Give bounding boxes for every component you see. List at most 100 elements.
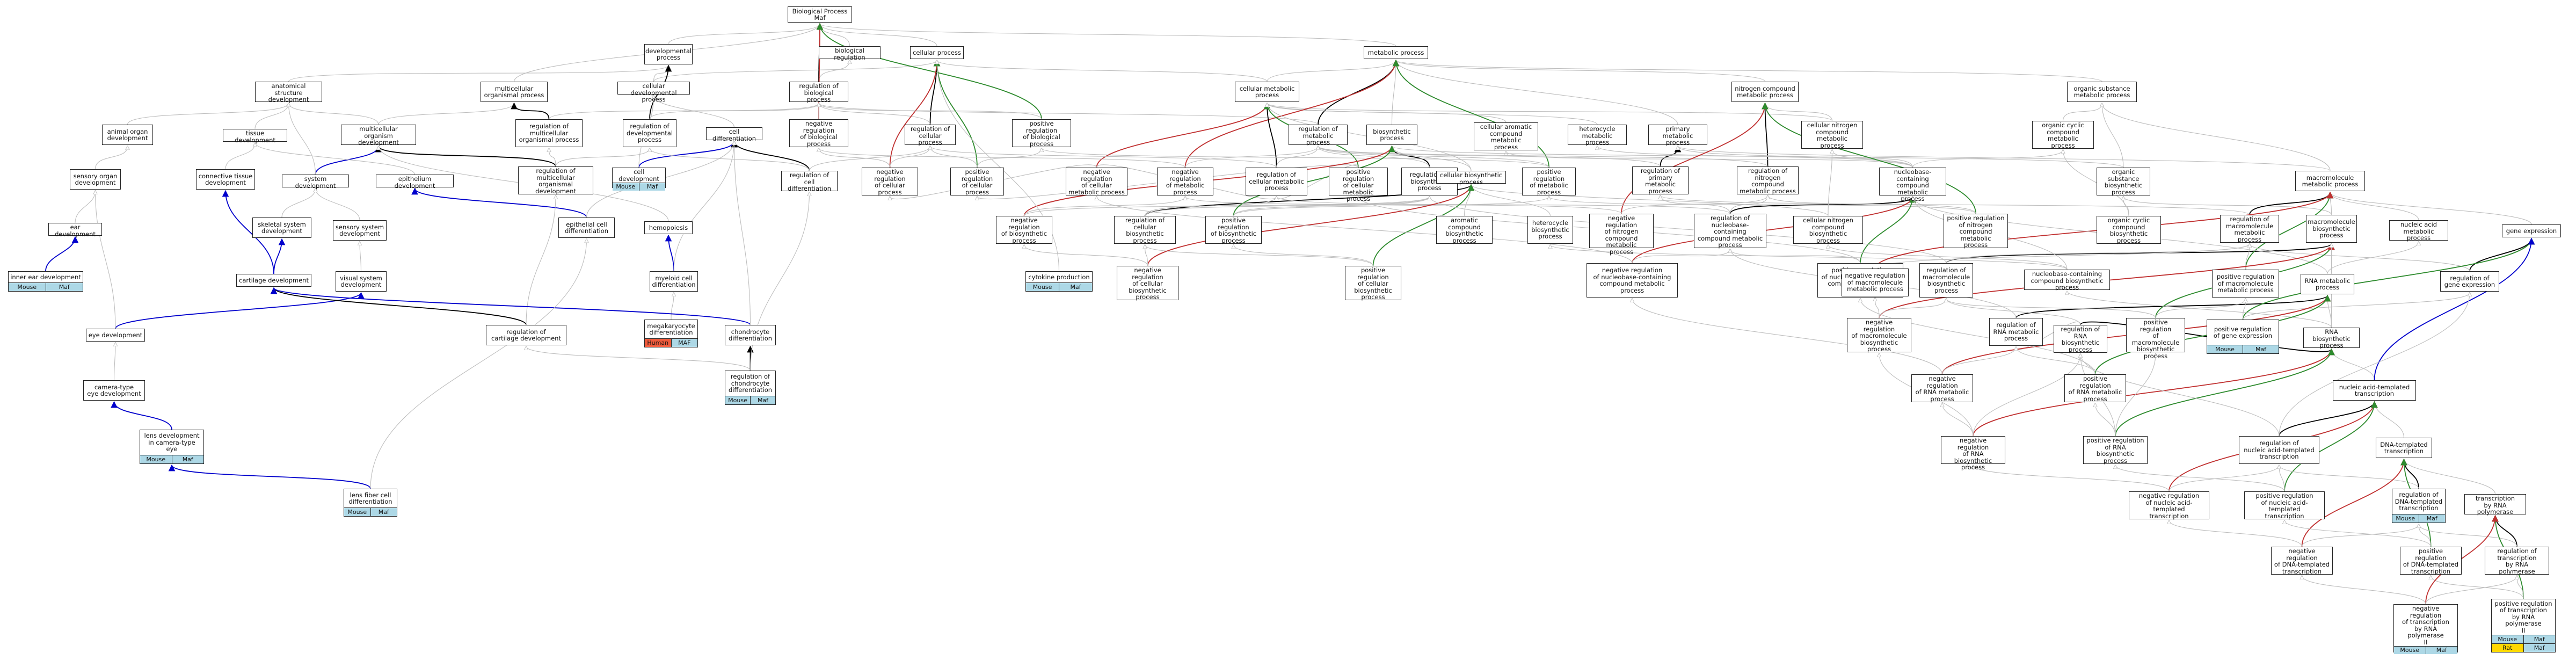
go-term-negregcell[interactable]: negative regulation of cellular process <box>862 168 918 195</box>
go-term-dnatx[interactable]: DNA-templated transcription <box>2376 438 2432 458</box>
go-term-regmop[interactable]: regulation of multicellular organismal p… <box>515 119 583 147</box>
go-term-orgcyclicbs[interactable]: organic cyclic compound biosynthetic pro… <box>2097 216 2161 244</box>
go-term-orgsubbio[interactable]: organic substance biosynthetic process <box>2097 168 2150 195</box>
go-term-macrobs[interactable]: macromolecule biosynthetic process <box>2306 215 2357 243</box>
go-term-regcellmp[interactable]: regulation of cellular metabolic process <box>1246 168 1307 195</box>
go-term-negregtxpol[interactable]: negative regulation of transcription by … <box>2393 604 2458 654</box>
go-term-posregnitro[interactable]: positive regulation of nitrogen compound… <box>1944 214 2008 248</box>
go-term-orgsub[interactable]: organic substance metabolic process <box>2067 82 2137 102</box>
go-term-regrnamet[interactable]: regulation of RNA metabolic process <box>1989 318 2043 346</box>
go-term-tissue[interactable]: tissue development <box>223 129 287 143</box>
go-term-cdp[interactable]: cellular developmental process <box>617 82 690 103</box>
go-term-metproc[interactable]: metabolic process <box>1364 46 1428 59</box>
go-term-nitrogen[interactable]: nitrogen compound metabolic process <box>1731 82 1799 102</box>
go-term-negregnucacidtx[interactable]: negative regulation of nucleic acid-temp… <box>2129 491 2209 519</box>
go-term-cellmet[interactable]: cellular metabolic process <box>1235 82 1299 102</box>
go-term-heterocm[interactable]: heterocycle metabolic process <box>1568 125 1627 146</box>
go-term-regmacrobs[interactable]: regulation of macromolecule biosynthetic… <box>1919 263 1973 298</box>
go-term-geneexp[interactable]: gene expression <box>2502 224 2561 237</box>
go-term-primmet[interactable]: primary metabolic process <box>1648 125 1707 146</box>
go-term-posregnucacidtx[interactable]: positive regulation of nucleic acid-temp… <box>2244 491 2325 519</box>
go-term-regcell[interactable]: regulation of cellular process <box>905 125 956 146</box>
go-term-regmacro[interactable]: regulation of macromolecule metabolic pr… <box>2220 215 2279 243</box>
go-term-nucbasebs[interactable]: nucleobase-containing compound biosynthe… <box>2024 270 2110 291</box>
go-term-orgcyclic[interactable]: organic cyclic compound metabolic proces… <box>2032 121 2094 149</box>
go-term-sensorg[interactable]: sensory organ development <box>70 169 121 190</box>
go-term-mop[interactable]: multicellular organismal process <box>481 82 548 102</box>
go-term-negregnitro[interactable]: negative regulation of nitrogen compound… <box>1589 214 1654 255</box>
go-term-sysdev[interactable]: system development <box>282 175 349 189</box>
go-term-negregrnamet[interactable]: negative regulation of RNA metabolic pro… <box>1911 374 1973 402</box>
go-term-heterobs[interactable]: heterocycle biosynthetic process <box>1527 216 1573 244</box>
go-term-posregcellbs[interactable]: positive regulation of cellular biosynth… <box>1345 266 1401 300</box>
go-term-negregbs[interactable]: negative regulation of biosynthetic proc… <box>996 216 1052 244</box>
go-term-epicd[interactable]: epithelial cell differentiation <box>558 217 615 238</box>
go-term-macromol[interactable]: macromolecule metabolic process <box>2295 171 2365 191</box>
go-term-posregmp[interactable]: positive regulation of metabolic process <box>1522 168 1576 195</box>
go-term-epidev[interactable]: epithelium development <box>376 175 454 189</box>
go-term-myeloid[interactable]: myeloid cell differentiation <box>650 271 698 292</box>
go-term-cellproc[interactable]: cellular process <box>910 46 964 59</box>
go-term-vissys[interactable]: visual system development <box>336 271 387 292</box>
go-term-rnamet[interactable]: RNA metabolic process <box>2301 274 2354 294</box>
go-term-asd[interactable]: anatomical structure development <box>255 82 322 103</box>
go-term-posregrnamet[interactable]: positive regulation of RNA metabolic pro… <box>2064 374 2126 402</box>
go-term-posregcm[interactable]: positive regulation of cellular metaboli… <box>1329 168 1388 202</box>
go-term-cartdev[interactable]: cartilage development <box>236 274 311 287</box>
go-term-negregdnatx[interactable]: negative regulation of DNA-templated tra… <box>2271 547 2333 575</box>
go-term-posregdnatx[interactable]: positive regulation of DNA-templated tra… <box>2400 547 2462 575</box>
go-term-cellarom[interactable]: cellular aromatic compound metabolic pro… <box>1474 122 1538 150</box>
go-term-posregcell[interactable]: positive regulation of cellular process <box>950 168 1004 195</box>
go-term-earDev[interactable]: ear development <box>48 223 102 237</box>
go-term-nucbase[interactable]: nucleobase-containing compound metabolic… <box>1879 168 1946 202</box>
go-term-regmetproc[interactable]: regulation of metabolic process <box>1289 125 1348 146</box>
go-term-regnitro[interactable]: regulation of nitrogen compound metaboli… <box>1737 166 1799 194</box>
go-term-posregrnabs[interactable]: positive regulation of RNA biosynthetic … <box>2083 436 2148 464</box>
go-term-regcellbs[interactable]: regulation of cellular biosynthetic proc… <box>1114 216 1176 244</box>
go-term-txpol[interactable]: transcription by RNA polymerase <box>2464 494 2526 515</box>
go-term-regdnatx[interactable]: regulation of DNA-templated transcriptio… <box>2392 489 2446 523</box>
go-term-multidev[interactable]: multicellular organism development <box>341 125 416 146</box>
go-term-skel[interactable]: skeletal system development <box>252 217 311 238</box>
go-term-posregbio[interactable]: positive regulation of biological proces… <box>1012 119 1071 147</box>
go-term-negregrnabs[interactable]: negative regulation of RNA biosynthetic … <box>1941 436 2005 470</box>
go-term-bioreg[interactable]: biological regulation <box>819 46 881 61</box>
go-term-cellnitro[interactable]: cellular nitrogen compound metabolic pro… <box>1801 121 1863 149</box>
go-term-regchondro[interactable]: regulation of chondrocyte differentiatio… <box>725 371 776 405</box>
go-term-regnucbase[interactable]: regulation of nucleobase-containing comp… <box>1694 214 1766 248</box>
go-term-rnabs[interactable]: RNA biosynthetic process <box>2303 328 2360 349</box>
go-term-regbioproc[interactable]: regulation of biological process <box>789 82 848 103</box>
go-term-celldiff[interactable]: cell differentiation <box>706 127 762 142</box>
go-term-cellbiosyn[interactable]: cellular biosynthetic process <box>1436 171 1506 185</box>
go-term-negregmacro[interactable]: negative regulation of macromolecule met… <box>1842 269 1909 296</box>
go-term-nucacid[interactable]: nucleic acid metabolic process <box>2389 220 2448 241</box>
go-term-regcelldiff[interactable]: regulation of cell differentiation <box>781 171 838 192</box>
go-term-bp[interactable]: Biological Process Maf <box>788 6 852 23</box>
go-term-nucacidtx[interactable]: nucleic acid-templated transcription <box>2333 380 2416 401</box>
go-term-negregnuc[interactable]: negative regulation of nucleobase-contai… <box>1587 263 1678 298</box>
go-term-reggeneexp[interactable]: regulation of gene expression <box>2440 271 2499 292</box>
go-term-posregtxpol[interactable]: positive regulation of transcription by … <box>2491 599 2556 652</box>
go-term-negregcm[interactable]: negative regulation of cellular metaboli… <box>1066 168 1127 195</box>
go-term-negregcellbs[interactable]: negative regulation of cellular biosynth… <box>1117 266 1178 300</box>
go-term-biosyn[interactable]: biosynthetic process <box>1366 125 1417 145</box>
go-term-aromaticbs[interactable]: aromatic compound biosynthetic process <box>1436 216 1493 244</box>
go-term-hemo[interactable]: hemopoiesis <box>644 221 693 234</box>
go-term-sensys[interactable]: sensory system development <box>333 220 387 241</box>
go-term-cellnitrobs[interactable]: cellular nitrogen compound biosynthetic … <box>1793 216 1863 244</box>
go-term-negregmp[interactable]: negative regulation of metabolic process <box>1157 168 1213 195</box>
go-term-posregbs[interactable]: positive regulation of biosynthetic proc… <box>1205 216 1262 244</box>
go-term-regprimmet[interactable]: regulation of primary metabolic process <box>1632 166 1689 194</box>
go-term-regrnabs[interactable]: regulation of RNA biosynthetic process <box>2054 325 2107 353</box>
go-term-devproc[interactable]: developmental process <box>644 44 693 64</box>
go-term-posregmacrobs[interactable]: positive regulation of macromolecule bio… <box>2126 318 2185 359</box>
go-term-conntis[interactable]: connective tissue development <box>196 169 255 190</box>
go-term-regmultidev[interactable]: regulation of multicellular organismal d… <box>518 166 593 194</box>
go-term-regdev[interactable]: regulation of developmental process <box>623 119 676 147</box>
